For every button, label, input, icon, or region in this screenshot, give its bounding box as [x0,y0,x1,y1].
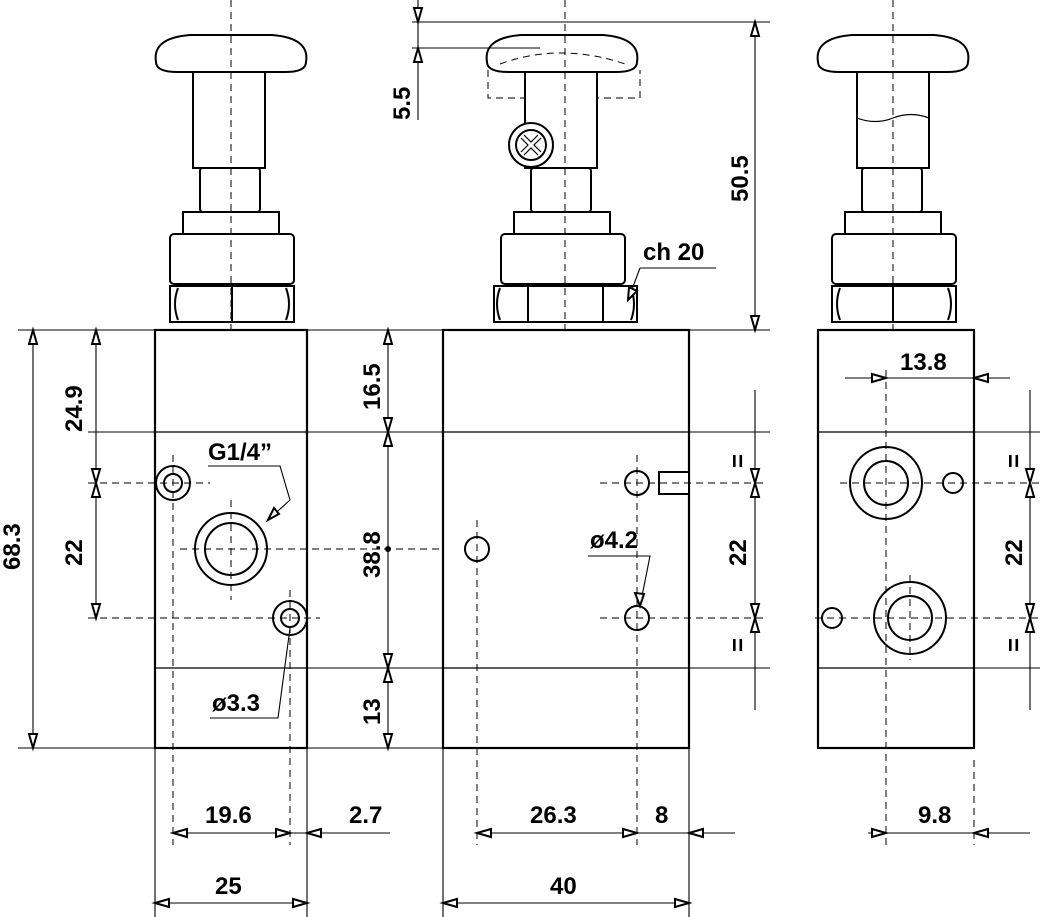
right-stem-break [856,113,930,123]
label-25: 25 [215,873,242,900]
left-view [88,0,480,845]
label-22-right: 22 [1001,539,1028,566]
leader-g14 [208,465,291,521]
equal-mark-right-top: = [1001,454,1028,468]
equal-mark-mid-bottom: = [725,638,752,652]
label-40: 40 [550,873,577,900]
label-d42: ø4.2 [590,527,638,554]
label-22-left: 22 [61,539,88,566]
label-5-5: 5.5 [389,87,416,120]
middle-view [441,0,765,845]
equal-mark-right-bottom: = [1001,638,1028,652]
label-d33: ø3.3 [212,690,260,717]
leader-ch20 [627,267,716,301]
label-38-8: 38.8 [359,531,386,578]
right-body [816,328,976,750]
mid-stem-collar [530,167,592,213]
right-nut-knurl [831,233,957,285]
label-50-5: 50.5 [727,155,754,202]
left-hex-nut [169,285,295,323]
left-stem-collar [199,167,261,213]
mid-knob-pressed [487,52,641,99]
label-13-8: 13.8 [900,349,947,376]
label-ch20: ch 20 [643,239,704,266]
equal-mark-mid-top: = [725,454,752,468]
dimension-labels: 68.3 24.9 22 16.5 38.8 13 19.6 2.7 25 26… [0,87,1028,900]
leader-d33 [210,627,291,719]
mid-nut-knurl [500,233,626,285]
mid-nut-upper [513,211,611,235]
right-hex-nut [831,285,957,323]
mid-lock-screw-cross [520,134,542,156]
label-9-8: 9.8 [918,802,951,829]
label-13: 13 [359,698,386,725]
label-2-7: 2.7 [349,802,382,829]
label-8: 8 [655,802,668,829]
label-16-5: 16.5 [359,363,386,410]
label-g14-thread: G1/4” [208,439,272,466]
dimension-lines [18,0,1040,917]
label-22-mid: 22 [725,539,752,566]
left-stem [192,71,266,169]
label-68-3: 68.3 [0,523,26,570]
label-26-3: 26.3 [530,802,577,829]
label-24-9: 24.9 [61,385,88,432]
label-19-6: 19.6 [205,802,252,829]
left-nut-knurl [169,233,295,285]
mid-lock-screw-inner [515,129,547,161]
leader-d42 [588,555,651,607]
right-stem-collar [861,167,923,213]
right-view [815,0,1040,845]
